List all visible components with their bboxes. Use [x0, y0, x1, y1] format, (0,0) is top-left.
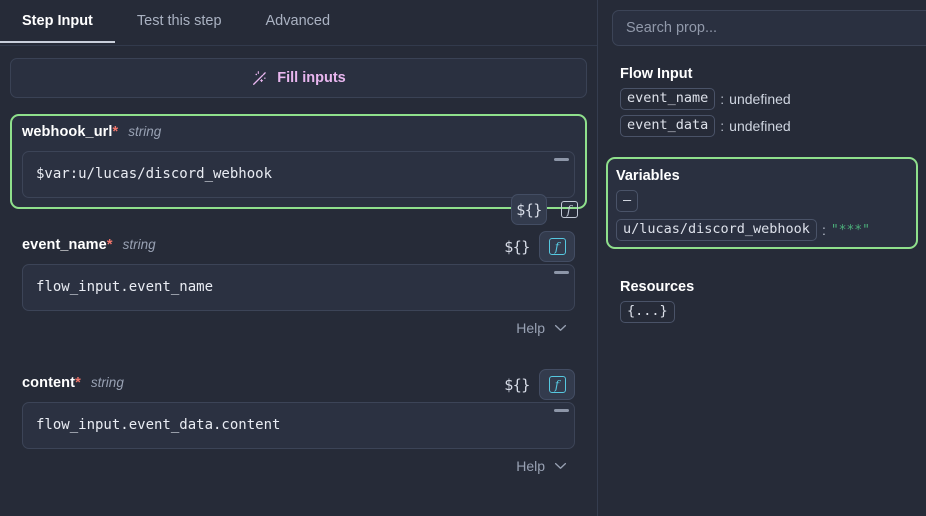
property-chip: event_data: [620, 115, 716, 137]
fill-inputs-label: Fill inputs: [277, 70, 346, 86]
field-content: content* string ${} f flow_input.event_d…: [10, 365, 587, 485]
help-label: Help: [516, 320, 545, 336]
help-toggle-event-name[interactable]: Help: [22, 320, 575, 336]
tab-test-this-step[interactable]: Test this step: [115, 0, 244, 43]
tab-test-this-step-label: Test this step: [136, 13, 222, 29]
variables-collapse-row[interactable]: —: [616, 190, 910, 212]
chevron-down-icon: [554, 324, 567, 331]
fx-toggle-button-event-name[interactable]: f: [539, 231, 575, 262]
variable-secret-value: "***": [830, 222, 870, 238]
template-icon: ${}: [516, 200, 542, 219]
fx-toggle-button-content[interactable]: f: [539, 369, 575, 400]
event-name-input[interactable]: flow_input.event_name: [22, 264, 575, 311]
fx-icon: f: [548, 238, 566, 255]
property-chip: event_name: [620, 88, 716, 110]
resize-grip-handle[interactable]: [554, 158, 569, 161]
flow-input-entry-event-name[interactable]: event_name : undefined: [620, 88, 910, 110]
step-input-body: Fill inputs webhook_url* string $var:u/l…: [0, 58, 597, 516]
field-content-input-wrap: flow_input.event_data.content: [22, 402, 575, 449]
property-value: undefined: [729, 118, 791, 134]
fx-icon: f: [560, 201, 578, 218]
tab-bar: Step Input Test this step Advanced: [0, 0, 597, 46]
field-event-name-input-wrap: flow_input.event_name: [22, 264, 575, 311]
template-icon: ${}: [504, 237, 530, 256]
webhook-url-input[interactable]: $var:u/lucas/discord_webhook: [22, 151, 575, 198]
template-toggle-button-webhook-url[interactable]: ${}: [511, 194, 547, 225]
field-content-head: content* string ${} f: [22, 369, 575, 400]
colon-separator: :: [720, 118, 725, 134]
collapse-dash-chip: —: [616, 190, 639, 212]
field-webhook-url-head: webhook_url* string: [22, 124, 575, 144]
field-event-name-tools: ${} f: [499, 231, 575, 262]
field-webhook-url-label: webhook_url*: [22, 124, 119, 140]
tab-step-input[interactable]: Step Input: [0, 0, 115, 43]
property-value: undefined: [729, 91, 791, 107]
template-icon: ${}: [504, 375, 530, 394]
field-content-type: string: [90, 375, 124, 390]
variables-title: Variables: [616, 168, 680, 184]
field-event-name-label: event_name*: [22, 237, 113, 253]
help-label: Help: [516, 458, 545, 474]
tab-advanced-label: Advanced: [265, 13, 331, 29]
field-webhook-url: webhook_url* string $var:u/lucas/discord…: [10, 114, 587, 209]
field-content-label: content*: [22, 375, 81, 391]
field-webhook-url-input-wrap: $var:u/lucas/discord_webhook: [22, 151, 575, 198]
field-event-name-type: string: [122, 237, 156, 252]
fx-icon: f: [548, 376, 566, 393]
variable-chip: u/lucas/discord_webhook: [616, 219, 817, 241]
resources-group: Resources {...}: [606, 259, 918, 331]
tab-step-input-label: Step Input: [22, 13, 93, 29]
chevron-down-icon: [554, 462, 567, 469]
field-webhook-url-tools: ${} f: [511, 194, 587, 225]
colon-separator: :: [821, 222, 826, 238]
template-toggle-button-event-name[interactable]: ${}: [499, 231, 535, 262]
property-picker-panel: Search prop... Flow Input event_name : u…: [598, 0, 926, 516]
field-event-name-head: event_name* string ${} f: [22, 231, 575, 262]
resources-title: Resources: [620, 279, 695, 295]
field-content-tools: ${} f: [499, 369, 575, 400]
search-prop-input[interactable]: Search prop...: [612, 10, 926, 46]
resources-object-chip: {...}: [620, 301, 675, 323]
required-asterisk: *: [112, 124, 119, 140]
search-placeholder: Search prop...: [626, 20, 718, 36]
resize-grip-handle[interactable]: [554, 409, 569, 412]
content-input[interactable]: flow_input.event_data.content: [22, 402, 575, 449]
field-event-name: event_name* string ${} f flow_input.even…: [10, 227, 587, 347]
tab-advanced[interactable]: Advanced: [244, 0, 353, 43]
required-asterisk: *: [106, 237, 113, 253]
help-toggle-content[interactable]: Help: [22, 458, 575, 474]
resize-grip-handle[interactable]: [554, 271, 569, 274]
magic-wand-icon: [253, 70, 267, 85]
field-webhook-url-type: string: [128, 124, 162, 139]
fx-toggle-button-webhook-url[interactable]: f: [551, 194, 587, 225]
template-toggle-button-content[interactable]: ${}: [499, 369, 535, 400]
fill-inputs-button[interactable]: Fill inputs: [10, 58, 587, 98]
variables-entry-discord-webhook[interactable]: u/lucas/discord_webhook : "***": [616, 219, 910, 241]
colon-separator: :: [720, 91, 725, 107]
variables-group: Variables — u/lucas/discord_webhook : "*…: [606, 157, 918, 249]
panel-divider[interactable]: [597, 0, 598, 516]
left-panel: Step Input Test this step Advanced: [0, 0, 597, 516]
flow-input-title: Flow Input: [620, 66, 693, 82]
flow-input-entry-event-data[interactable]: event_data : undefined: [620, 115, 910, 137]
resources-entry-row[interactable]: {...}: [620, 301, 910, 323]
flow-input-group: Flow Input event_name : undefined event_…: [606, 46, 918, 145]
required-asterisk: *: [75, 375, 81, 391]
